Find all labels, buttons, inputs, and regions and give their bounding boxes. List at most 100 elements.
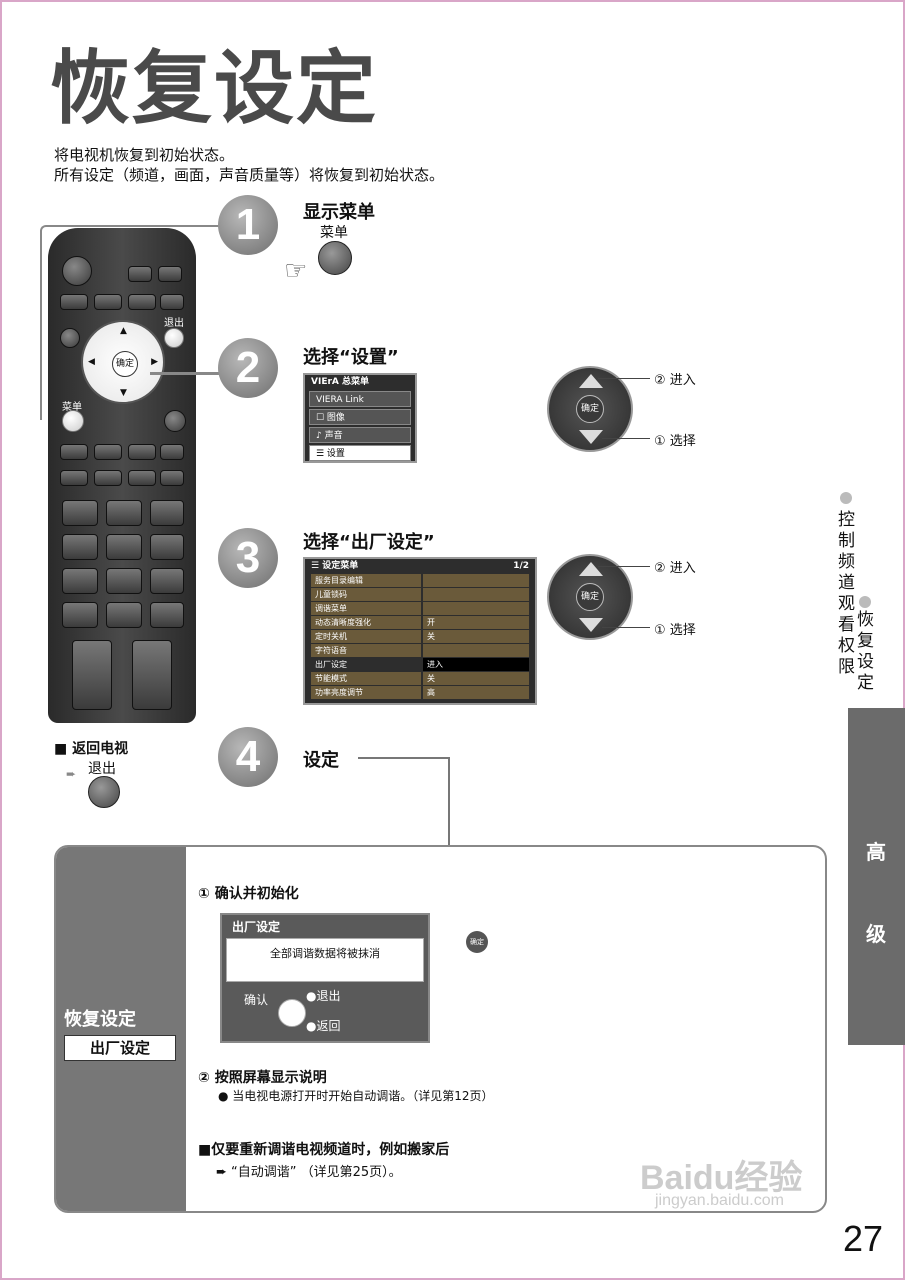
number-button[interactable] xyxy=(62,602,98,628)
dialog-back-option[interactable]: ●返回 xyxy=(306,1019,341,1033)
remote-button[interactable] xyxy=(128,470,156,486)
setup-menu-row-value: 关 xyxy=(423,630,529,643)
number-button[interactable] xyxy=(62,500,98,526)
remote-button[interactable] xyxy=(160,470,184,486)
number-button[interactable] xyxy=(106,568,142,594)
remote-button[interactable] xyxy=(60,470,88,486)
step-1-sub: 菜单 xyxy=(320,225,348,241)
number-button[interactable] xyxy=(150,500,184,526)
step-4-title: 设定 xyxy=(303,750,339,771)
baidu-watermark: Baidu经验 xyxy=(640,1159,803,1197)
retune-note: ➨ “自动调谐” （详见第25页）。 xyxy=(216,1165,402,1180)
remote-button[interactable] xyxy=(160,294,184,310)
menu-item-viera-link[interactable]: VIERA Link xyxy=(309,391,411,407)
remote-button[interactable] xyxy=(94,444,122,460)
number-button[interactable] xyxy=(106,500,142,526)
exit-button-illustration xyxy=(88,776,120,808)
side-item-col: 恢复设定 xyxy=(857,492,874,694)
panel-step-1: ① 确认并初始化 xyxy=(198,886,299,902)
menu-item-setup[interactable]: ☰ 设置 xyxy=(309,445,411,461)
remote-button[interactable] xyxy=(160,444,184,460)
connector-line xyxy=(150,372,220,375)
ok-button-icon: 确定 xyxy=(466,931,488,953)
up-arrow-icon xyxy=(579,562,603,576)
setup-menu-row[interactable]: 服务目录编辑 xyxy=(311,574,529,587)
remote-button[interactable] xyxy=(60,328,80,348)
remote-button[interactable] xyxy=(128,294,156,310)
remote-button[interactable] xyxy=(158,266,182,282)
number-button[interactable] xyxy=(62,534,98,560)
power-button[interactable] xyxy=(62,256,92,286)
remote-button[interactable] xyxy=(60,444,88,460)
ok-pad-step2: 确定 xyxy=(547,366,633,452)
ok-button[interactable]: 确定 xyxy=(112,351,138,377)
remote-button[interactable] xyxy=(94,470,122,486)
volume-rocker[interactable] xyxy=(72,640,112,710)
dialog-exit-option[interactable]: ●退出 xyxy=(306,989,341,1003)
number-button[interactable] xyxy=(62,568,98,594)
side-tab-advanced[interactable]: 高 级 xyxy=(848,708,905,1045)
setup-menu-row-label: 功率亮度调节 xyxy=(311,686,421,699)
setup-menu-header: ☰ 设定菜单 1/2 xyxy=(305,559,535,573)
remote-button[interactable] xyxy=(128,444,156,460)
number-button[interactable] xyxy=(106,602,142,628)
step-3-badge: 3 xyxy=(218,528,278,588)
setup-menu-row[interactable]: 功率亮度调节高 xyxy=(311,686,529,699)
dpad[interactable]: ▲ ▼ ◀ ▶ 确定 xyxy=(81,320,165,404)
setup-menu-row-value: 高 xyxy=(423,686,529,699)
number-button[interactable] xyxy=(150,568,184,594)
step-1-title: 显示菜单 xyxy=(303,202,375,223)
side-item-col: 控制频道观看权限 xyxy=(838,492,855,694)
panel-subtitle-box: 出厂设定 xyxy=(64,1035,176,1061)
menu-item-sound[interactable]: ♪ 声音 xyxy=(309,427,411,443)
setup-menu-row[interactable]: 出厂设定进入 xyxy=(311,658,529,671)
setup-menu-row-label: 出厂设定 xyxy=(311,658,421,671)
side-item-reset[interactable]: 恢复设定 xyxy=(857,610,874,693)
setup-menu-row[interactable]: 儿童锁码 xyxy=(311,588,529,601)
number-button[interactable] xyxy=(150,602,184,628)
setup-menu-row-label: 服务目录编辑 xyxy=(311,574,421,587)
panel-title: 恢复设定 xyxy=(64,1009,136,1030)
down-arrow-icon xyxy=(579,618,603,632)
dialog-title: 出厂设定 xyxy=(232,920,281,934)
setup-menu-row[interactable]: 调谐菜单 xyxy=(311,602,529,615)
panel-sidebar: 恢复设定 出厂设定 xyxy=(56,847,186,1211)
step-2-badge: 2 xyxy=(218,338,278,398)
pointing-hand-icon: ☞ xyxy=(284,256,308,286)
remote-button[interactable] xyxy=(60,294,88,310)
up-arrow-icon xyxy=(579,374,603,388)
callout-select-3: ① 选择 xyxy=(654,623,696,638)
menu-item-picture[interactable]: ☐ 图像 xyxy=(309,409,411,425)
main-menu-header: VIErA 总菜单 xyxy=(311,377,369,387)
remote-control: 退出 ▲ ▼ ◀ ▶ 确定 菜单 xyxy=(48,228,196,723)
menu-button[interactable] xyxy=(62,410,84,432)
setup-menu-row[interactable]: 定时关机关 xyxy=(311,630,529,643)
setup-menu-row[interactable]: 节能模式关 xyxy=(311,672,529,685)
main-menu-screen: VIErA 总菜单 VIERA Link ☐ 图像 ♪ 声音 ☰ 设置 xyxy=(303,373,417,463)
remote-button[interactable] xyxy=(164,410,186,432)
setup-menu-row[interactable]: 字符语音 xyxy=(311,644,529,657)
callout-line xyxy=(598,566,650,567)
return-tv-button-label: 退出 xyxy=(88,761,116,777)
remote-button[interactable] xyxy=(128,266,152,282)
remote-bracket xyxy=(40,225,250,420)
exit-button[interactable] xyxy=(164,328,184,348)
remote-button[interactable] xyxy=(94,294,122,310)
setup-menu-row-label: 调谐菜单 xyxy=(311,602,421,615)
setup-menu-row[interactable]: 动态清晰度强化开 xyxy=(311,616,529,629)
number-button[interactable] xyxy=(150,534,184,560)
side-tab-char-2: 级 xyxy=(866,922,886,946)
callout-line xyxy=(602,627,650,628)
intro-text: 将电视机恢复到初始状态。 所有设定（频道，画面，声音质量等）将恢复到初始状态。 xyxy=(54,145,444,185)
setup-menu-page: 1/2 xyxy=(513,561,529,571)
channel-rocker[interactable] xyxy=(132,640,172,710)
left-arrow-icon: ◀ xyxy=(88,357,95,367)
reset-panel: 恢复设定 出厂设定 ① 确认并初始化 出厂设定 全部调谐数据将被抹消 确认 ●退… xyxy=(54,845,827,1213)
number-button[interactable] xyxy=(106,534,142,560)
down-arrow-icon xyxy=(579,430,603,444)
intro-line-1: 将电视机恢复到初始状态。 xyxy=(54,146,235,164)
side-item-parental[interactable]: 控制频道观看权限 xyxy=(838,510,855,677)
dialog-message: 全部调谐数据将被抹消 xyxy=(226,938,424,982)
connector-line xyxy=(358,757,450,759)
step-4-badge: 4 xyxy=(218,727,278,787)
